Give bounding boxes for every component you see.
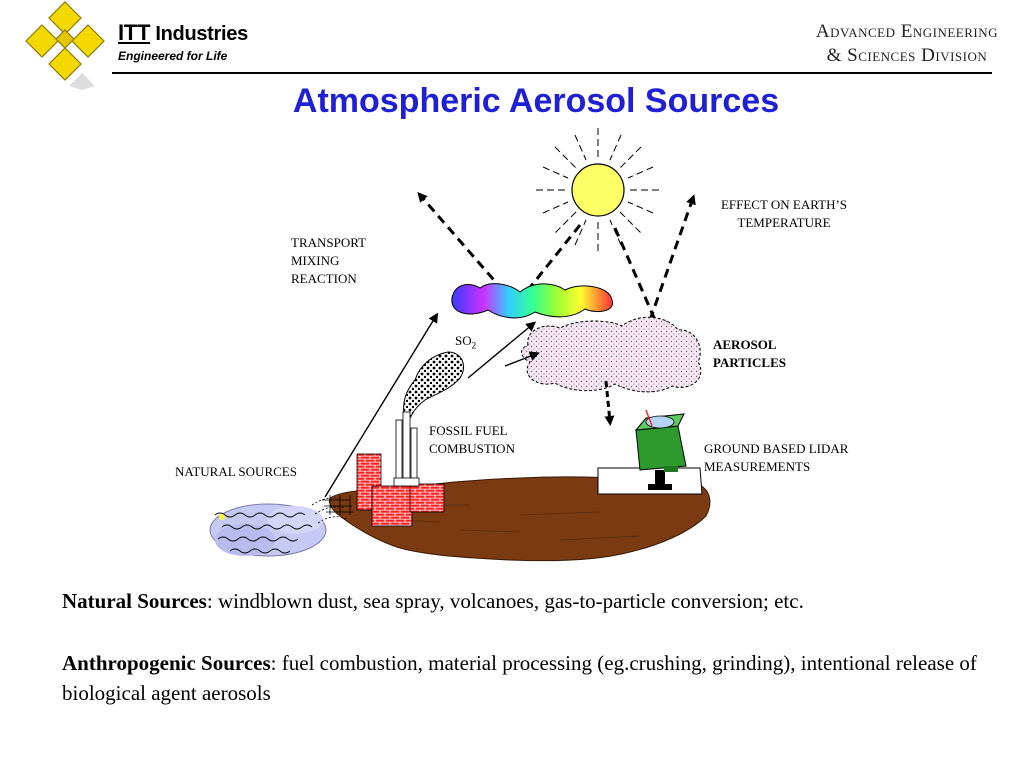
aerosol-diagram: EFFECT ON EARTH’S TEMPERATURE TRANSPORT … xyxy=(0,120,1024,570)
smoke-plume xyxy=(403,351,464,419)
note-natural-term: Natural Sources xyxy=(62,589,207,613)
label-so2-subscript: 2 xyxy=(471,340,477,351)
label-fossil-fuel-combustion: FOSSIL FUEL COMBUSTION xyxy=(429,423,515,456)
note-anthropogenic-sources: Anthropogenic Sources: fuel combustion, … xyxy=(62,648,992,708)
lidar-station-icon xyxy=(597,409,703,495)
brand-tagline: Engineered for Life xyxy=(118,49,228,63)
natural-sources-arrow xyxy=(324,312,439,498)
reaction-cloud xyxy=(451,283,613,319)
label-effect-on-temperature: EFFECT ON EARTH’S TEMPERATURE xyxy=(720,197,848,230)
aerosol-particle-cloud xyxy=(521,316,702,393)
division-line-2: & Sciences Division xyxy=(826,45,988,66)
upward-radiation-arrow xyxy=(648,194,696,321)
note-anthro-term: Anthropogenic Sources xyxy=(62,651,271,675)
label-transport-mixing-reaction: TRANSPORT MIXING REACTION xyxy=(291,235,367,286)
division-line-1: Advanced Engineering xyxy=(815,21,998,42)
label-so2: SO2 xyxy=(455,332,476,355)
notes-section: Natural Sources: windblown dust, sea spr… xyxy=(62,586,992,740)
deposition-arrow xyxy=(604,380,615,426)
diagram-canvas xyxy=(209,128,711,562)
sun-to-aerosol-arrow xyxy=(613,227,657,321)
brand-name-itt: ITT xyxy=(118,20,151,45)
brand-name-industries: Industries xyxy=(150,23,248,45)
note-natural-sources: Natural Sources: windblown dust, sea spr… xyxy=(62,586,992,616)
itt-logo-icon xyxy=(25,1,105,90)
factory-icon xyxy=(356,411,445,527)
label-natural-sources: NATURAL SOURCES xyxy=(175,464,297,479)
sun-icon xyxy=(536,128,660,252)
brand-name: ITT Industries xyxy=(118,20,248,46)
transport-arrows xyxy=(324,312,615,498)
sea-spray-icon xyxy=(209,497,347,557)
so2-arrow xyxy=(467,321,537,379)
label-so2-main: SO xyxy=(455,333,472,348)
particle-formation-arrow xyxy=(504,351,540,367)
page-title: Atmospheric Aerosol Sources xyxy=(292,82,780,120)
label-aerosol-particles: AEROSOL PARTICLES xyxy=(713,337,786,370)
division-name: Advanced Engineering & Sciences Division xyxy=(816,20,998,68)
note-anthro-text: : fuel combustion, material processing (… xyxy=(62,651,977,705)
header-divider xyxy=(112,72,992,74)
pier-icon xyxy=(322,495,354,515)
brand: ITT Industries Engineered for Life xyxy=(118,20,248,64)
note-natural-text: : windblown dust, sea spray, volcanoes, … xyxy=(206,589,804,613)
label-ground-based-lidar: GROUND BASED LIDAR MEASUREMENTS xyxy=(704,441,849,474)
